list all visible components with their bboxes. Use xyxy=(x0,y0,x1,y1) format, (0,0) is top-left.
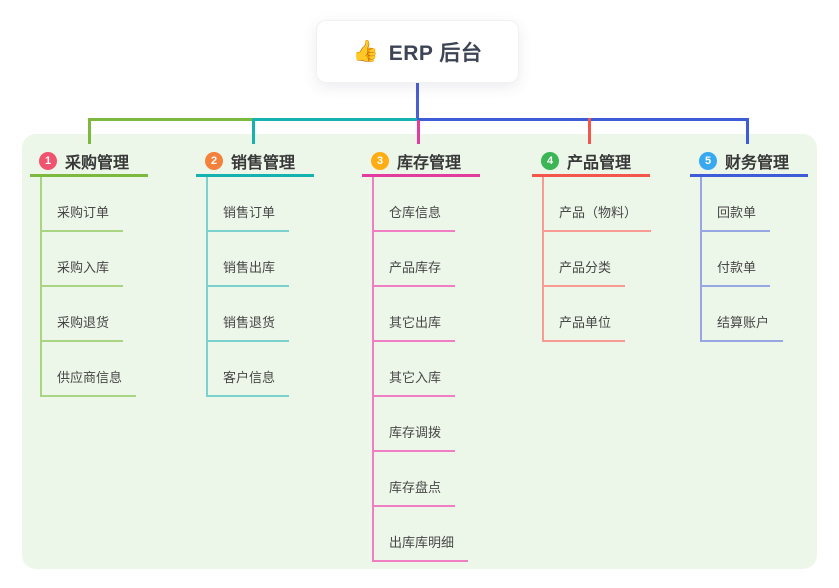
branch-number-badge: 4 xyxy=(541,152,559,170)
drop-line-inventory xyxy=(417,120,420,144)
branch-title-label: 销售管理 xyxy=(231,155,296,172)
mindmap-canvas-panel xyxy=(22,134,817,569)
branch-node-inventory[interactable]: 3 库存管理 xyxy=(362,148,480,177)
branch-number-badge: 1 xyxy=(39,152,57,170)
branch-sales: 2 销售管理 销售订单 销售出库 销售退货 客户信息 xyxy=(196,148,348,397)
bus-line-left xyxy=(88,118,253,121)
branch-number-badge: 2 xyxy=(205,152,223,170)
leaf-node[interactable]: 产品单位 xyxy=(544,312,626,342)
branch-title-label: 产品管理 xyxy=(567,155,632,172)
branch-title-label: 财务管理 xyxy=(725,155,790,172)
leaf-node[interactable]: 回款单 xyxy=(702,202,771,232)
drop-line-purchase xyxy=(88,118,91,144)
leaf-node[interactable]: 供应商信息 xyxy=(42,367,137,397)
leaf-node[interactable]: 产品库存 xyxy=(374,257,456,287)
branch-title-label: 库存管理 xyxy=(397,155,462,172)
leaf-node[interactable]: 其它入库 xyxy=(374,367,456,397)
drop-line-finance xyxy=(746,118,749,144)
leaf-node[interactable]: 库存盘点 xyxy=(374,477,456,507)
leaf-node[interactable]: 产品分类 xyxy=(544,257,626,287)
branch-number-badge: 3 xyxy=(371,152,389,170)
thumbs-up-icon: 👍 xyxy=(352,40,379,63)
leaf-node[interactable]: 采购订单 xyxy=(42,202,124,232)
root-title: ERP 后台 xyxy=(388,41,483,65)
branch-children: 采购订单 采购入库 采购退货 供应商信息 xyxy=(40,177,182,397)
leaf-node[interactable]: 采购退货 xyxy=(42,312,124,342)
branch-node-product[interactable]: 4 产品管理 xyxy=(532,148,650,177)
branch-node-purchase[interactable]: 1 采购管理 xyxy=(30,148,148,177)
leaf-node[interactable]: 客户信息 xyxy=(208,367,290,397)
leaf-node[interactable]: 其它出库 xyxy=(374,312,456,342)
branch-product: 4 产品管理 产品（物料） 产品分类 产品单位 xyxy=(532,148,684,342)
leaf-node[interactable]: 结算账户 xyxy=(702,312,784,342)
leaf-node[interactable]: 销售退货 xyxy=(208,312,290,342)
branch-node-sales[interactable]: 2 销售管理 xyxy=(196,148,314,177)
branch-children: 产品（物料） 产品分类 产品单位 xyxy=(542,177,684,342)
leaf-node[interactable]: 销售订单 xyxy=(208,202,290,232)
branch-children: 回款单 付款单 结算账户 xyxy=(700,177,839,342)
leaf-node[interactable]: 采购入库 xyxy=(42,257,124,287)
leaf-node[interactable]: 产品（物料） xyxy=(544,202,652,232)
leaf-node[interactable]: 库存调拨 xyxy=(374,422,456,452)
drop-line-product xyxy=(588,118,591,144)
branch-node-finance[interactable]: 5 财务管理 xyxy=(690,148,808,177)
branch-title-label: 采购管理 xyxy=(65,155,130,172)
branch-inventory: 3 库存管理 仓库信息 产品库存 其它出库 其它入库 库存调拨 库存盘点 出库库… xyxy=(362,148,514,562)
branch-purchase: 1 采购管理 采购订单 采购入库 采购退货 供应商信息 xyxy=(30,148,182,397)
bus-line-right xyxy=(417,118,748,121)
branch-children: 仓库信息 产品库存 其它出库 其它入库 库存调拨 库存盘点 出库库明细 xyxy=(372,177,514,562)
leaf-node[interactable]: 仓库信息 xyxy=(374,202,456,232)
drop-line-sales xyxy=(252,118,255,144)
leaf-node[interactable]: 付款单 xyxy=(702,257,771,287)
bus-line-mid xyxy=(253,118,417,121)
root-stem-line xyxy=(416,83,419,120)
leaf-node[interactable]: 出库库明细 xyxy=(374,532,469,562)
branch-number-badge: 5 xyxy=(699,152,717,170)
branch-finance: 5 财务管理 回款单 付款单 结算账户 xyxy=(690,148,839,342)
branch-children: 销售订单 销售出库 销售退货 客户信息 xyxy=(206,177,348,397)
root-node[interactable]: 👍 ERP 后台 xyxy=(316,20,519,83)
leaf-node[interactable]: 销售出库 xyxy=(208,257,290,287)
